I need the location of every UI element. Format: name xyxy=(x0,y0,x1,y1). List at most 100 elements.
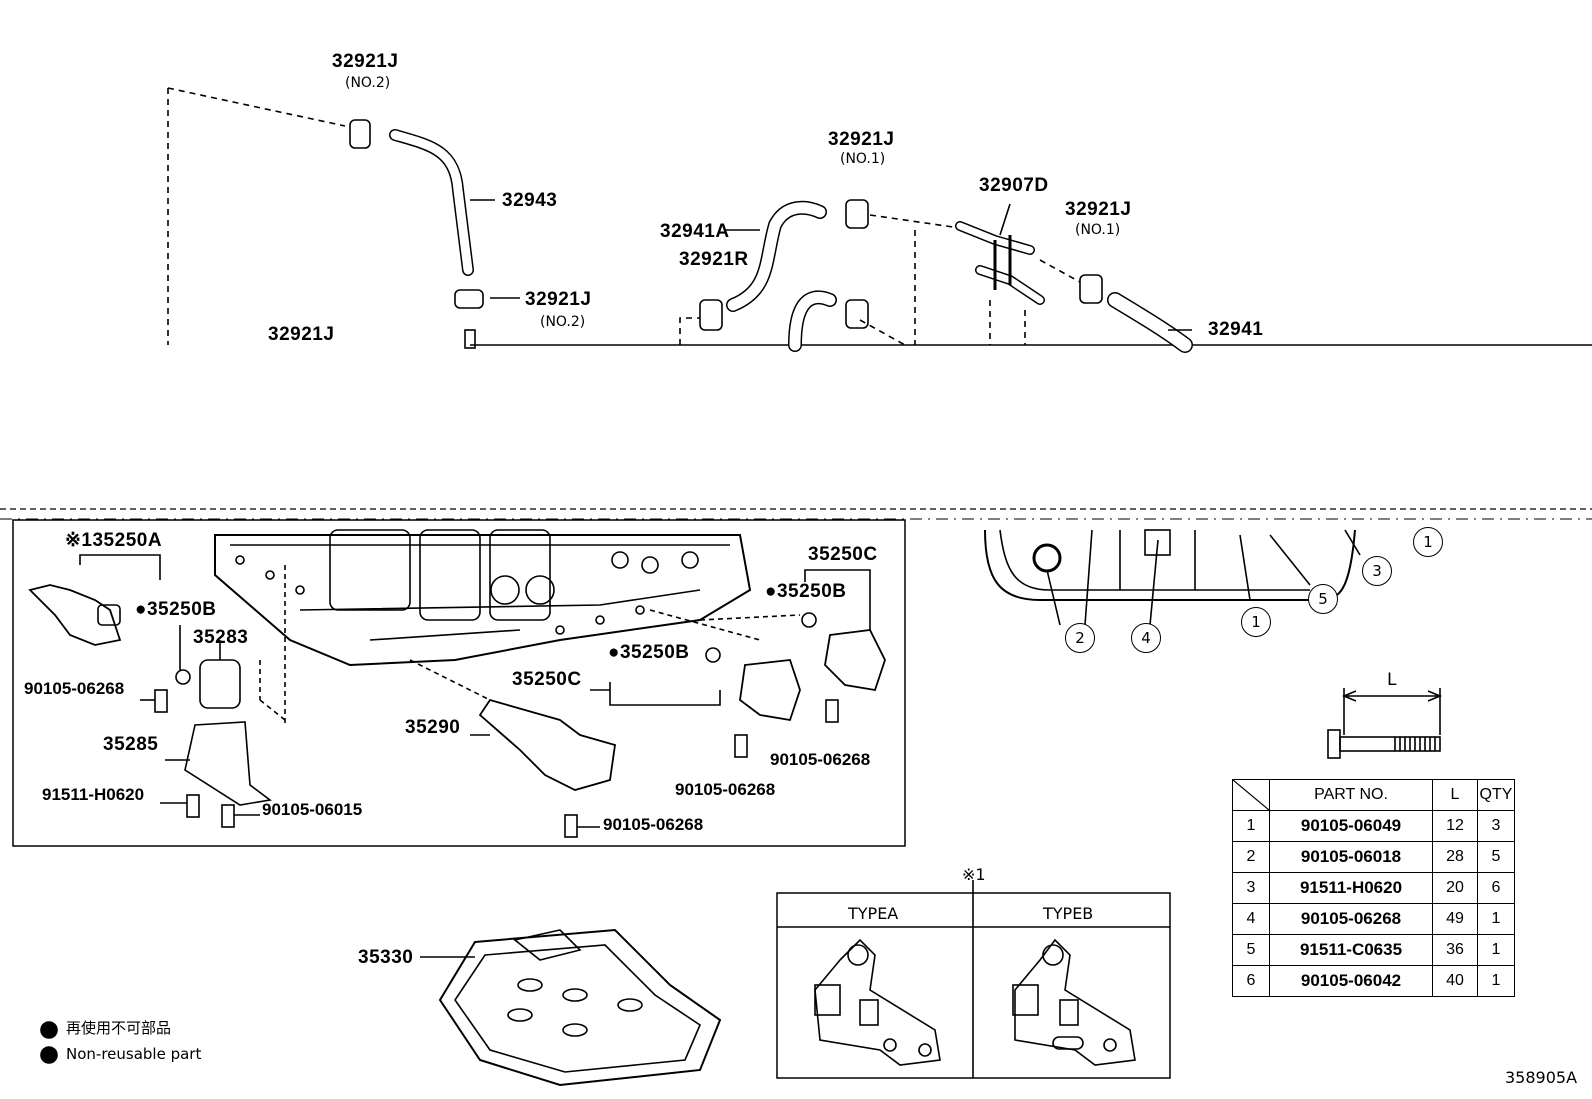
clamp-no1-b-shape xyxy=(1079,274,1103,304)
sensor-35283-shape xyxy=(199,659,241,709)
type-b-bracket xyxy=(1014,938,1136,1066)
bracket-35285-shape xyxy=(184,721,272,806)
label-clamp-no1-b-sub: (NO.1) xyxy=(1075,222,1121,238)
row-index: 6 xyxy=(1232,965,1270,997)
row-qty: 6 xyxy=(1477,872,1515,904)
label-clamp-no2-top-sub: (NO.2) xyxy=(345,75,391,91)
label-clamp-no2-mid-sub: (NO.2) xyxy=(540,314,586,330)
row-qty: 3 xyxy=(1477,810,1515,842)
row-length: 12 xyxy=(1432,810,1478,842)
label-bolt-a: 90105-06268 xyxy=(24,679,125,698)
label-clamp-no2-top: 32921J xyxy=(332,51,399,72)
bolt-head xyxy=(1327,729,1341,759)
label-bolt-b: 91511-H0620 xyxy=(42,785,145,804)
row-part-no: 91511-C0635 xyxy=(1269,934,1433,966)
callout-5: 5 xyxy=(1308,584,1338,614)
dimension-label: L xyxy=(1387,670,1397,690)
header-qty: QTY xyxy=(1477,779,1515,811)
row-index: 1 xyxy=(1232,810,1270,842)
label-strainer: 35330 xyxy=(358,947,414,968)
row-index: 4 xyxy=(1232,903,1270,935)
header-corner xyxy=(1232,779,1270,811)
label-clamp-no2-mid: 32921J xyxy=(525,289,592,310)
label-solenoid-note: ※135250A xyxy=(65,530,163,551)
row-qty: 1 xyxy=(1477,903,1515,935)
row-index: 2 xyxy=(1232,841,1270,873)
solenoid-35250a xyxy=(28,584,122,646)
valve-body xyxy=(214,534,752,667)
parts-table: PART NO. L QTY 1 90105-06049 12 3 2 9010… xyxy=(1232,779,1515,997)
callout-1-a: 1 xyxy=(1241,607,1271,637)
row-length: 20 xyxy=(1432,872,1478,904)
header-part-no: PART NO. xyxy=(1269,779,1433,811)
label-hose-32941a: 32941A xyxy=(660,221,730,242)
clamp-no2-top-shape xyxy=(349,119,371,149)
label-bracket-35285: 35285 xyxy=(103,734,159,755)
label-sensor-35283: 35283 xyxy=(193,627,249,648)
legend-dot-en xyxy=(40,1046,58,1064)
row-part-no: 90105-06049 xyxy=(1269,810,1433,842)
row-length: 28 xyxy=(1432,841,1478,873)
label-solenoid-35290: 35290 xyxy=(405,717,461,738)
label-solenoid-c-mid: 35250C xyxy=(512,669,582,690)
table-row: 5 91511-C0635 36 1 xyxy=(1232,934,1515,966)
table-row: 4 90105-06268 49 1 xyxy=(1232,903,1515,935)
label-oring-mid: ●35250B xyxy=(608,642,690,663)
label-clamp-no1-a: 32921J xyxy=(828,129,895,150)
solenoid-35250c-mid-shape xyxy=(739,659,801,722)
row-qty: 1 xyxy=(1477,934,1515,966)
label-oring-a: ●35250B xyxy=(135,599,217,620)
table-row: 2 90105-06018 28 5 xyxy=(1232,841,1515,873)
row-part-no: 90105-06042 xyxy=(1269,965,1433,997)
label-clamp-left: 32921J xyxy=(268,324,335,345)
callout-1-b: 1 xyxy=(1413,527,1443,557)
row-part-no: 91511-H0620 xyxy=(1269,872,1433,904)
label-bolt-f: 90105-06268 xyxy=(603,815,704,834)
type-a-bracket xyxy=(814,938,941,1066)
solenoid-35290-shape xyxy=(478,698,617,791)
solenoid-35250c-right-shape xyxy=(824,629,886,692)
row-length: 49 xyxy=(1432,903,1478,935)
row-part-no: 90105-06268 xyxy=(1269,903,1433,935)
table-row: 6 90105-06042 40 1 xyxy=(1232,965,1515,997)
clamp-no2-mid-shape xyxy=(454,289,484,309)
clamp-no1-a-shape xyxy=(845,199,869,229)
callout-2: 2 xyxy=(1065,623,1095,653)
row-index: 3 xyxy=(1232,872,1270,904)
hose-stub xyxy=(464,329,476,349)
label-clamp-no1-a-sub: (NO.1) xyxy=(840,151,886,167)
label-oring-right: ●35250B xyxy=(765,581,847,602)
row-index: 5 xyxy=(1232,934,1270,966)
label-clamp-r: 32921R xyxy=(679,249,749,270)
label-hose-32941: 32941 xyxy=(1208,319,1264,340)
leader-dashed-1 xyxy=(167,87,346,127)
label-bolt-d: 90105-06268 xyxy=(770,750,871,769)
type-a-label: TYPEA xyxy=(848,904,899,923)
row-qty: 5 xyxy=(1477,841,1515,873)
label-bolt-c: 90105-06015 xyxy=(262,800,363,819)
legend-jp-text: 再使用不可部品 xyxy=(66,1019,172,1037)
callout-4: 4 xyxy=(1131,623,1161,653)
row-part-no: 90105-06018 xyxy=(1269,841,1433,873)
lower-frame xyxy=(12,519,906,847)
callout-3: 3 xyxy=(1362,556,1392,586)
legend-dot-jp xyxy=(40,1021,58,1039)
type-box-note: ※1 xyxy=(962,865,986,884)
table-row: 3 91511-H0620 20 6 xyxy=(1232,872,1515,904)
row-length: 40 xyxy=(1432,965,1478,997)
label-pipe-32907d: 32907D xyxy=(979,175,1049,196)
header-l: L xyxy=(1432,779,1478,811)
legend-en-text: Non-reusable part xyxy=(66,1045,202,1063)
parts-table-header: PART NO. L QTY xyxy=(1232,779,1515,811)
row-length: 36 xyxy=(1432,934,1478,966)
label-clamp-no1-b: 32921J xyxy=(1065,199,1132,220)
type-b-label: TYPEB xyxy=(1043,904,1094,923)
bolt-shank xyxy=(1339,736,1441,752)
strainer-35330-shape xyxy=(438,928,722,1087)
row-qty: 1 xyxy=(1477,965,1515,997)
label-hose-32943: 32943 xyxy=(502,190,558,211)
table-row: 1 90105-06049 12 3 xyxy=(1232,810,1515,842)
diagram-id: 358905A xyxy=(1505,1068,1578,1087)
